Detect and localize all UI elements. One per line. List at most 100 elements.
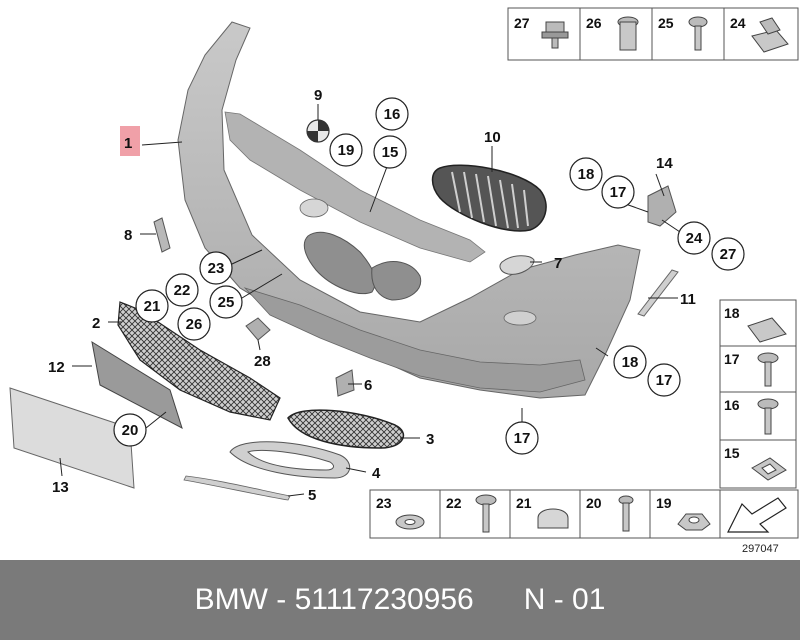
callout-20: 20 [113, 413, 147, 447]
callout-3: 3 [426, 431, 434, 448]
svg-text:21: 21 [144, 298, 161, 315]
highlight-box [120, 126, 140, 156]
svg-text:25: 25 [218, 294, 235, 311]
screw-icon [618, 495, 634, 532]
right-table-label-2: 17 [724, 351, 740, 367]
callout-22: 22 [165, 273, 199, 307]
mount-bracket-part [245, 317, 271, 341]
square-nut-icon [751, 457, 787, 481]
sleeve-icon [617, 16, 639, 51]
callout-19: 19 [329, 133, 363, 167]
svg-text:22: 22 [174, 282, 191, 299]
part-number: 51117230956 [294, 583, 474, 616]
flange-nut-icon [541, 21, 569, 49]
part-number-bar: BMW - 51117230956 N - 01 [0, 560, 800, 640]
separator: - [276, 583, 287, 616]
callout-14: 14 [656, 155, 673, 172]
right-fastener-table: 18 17 16 15 [719, 299, 797, 489]
mesh-grille-part [117, 301, 281, 421]
callout-10: 10 [484, 129, 501, 146]
callout-8: 8 [124, 227, 132, 244]
clip-nut-icon [751, 17, 789, 53]
brand-name: BMW [194, 583, 268, 616]
reflector-part [637, 269, 679, 317]
circled-callouts: 16 15 19 18 17 24 27 23 [113, 97, 745, 455]
svg-text:20: 20 [122, 422, 139, 439]
callout-6: 6 [364, 377, 372, 394]
svg-text:18: 18 [578, 166, 595, 183]
svg-text:24: 24 [686, 230, 703, 247]
callout-1: 1 [124, 135, 132, 152]
top-table-label-1: 27 [514, 15, 530, 31]
callout-18-top: 18 [569, 157, 603, 191]
side-bracket-part [647, 185, 677, 227]
screw-icon [757, 398, 779, 435]
callouts: 1 2 3 4 5 6 7 8 9 10 11 12 13 14 28 [48, 87, 696, 504]
top-table-label-4: 24 [730, 15, 746, 31]
svg-text:23: 23 [208, 260, 225, 277]
callout-23: 23 [199, 251, 233, 285]
top-table-label-3: 25 [658, 15, 674, 31]
callout-26: 26 [177, 307, 211, 341]
svg-text:17: 17 [656, 372, 673, 389]
svg-text:26: 26 [186, 316, 203, 333]
revision-code: N - 01 [523, 583, 606, 616]
flange-nut-icon [677, 513, 711, 531]
right-table-label-4: 15 [724, 445, 740, 461]
svg-text:16: 16 [384, 106, 401, 123]
clip-nut-icon [747, 317, 787, 343]
cap-part [499, 255, 535, 275]
svg-text:27: 27 [720, 246, 737, 263]
top-fastener-table: 27 26 25 24 [507, 7, 799, 61]
screw-icon [688, 16, 708, 51]
callout-13: 13 [52, 479, 69, 496]
right-table-label-1: 18 [724, 305, 740, 321]
center-grille-part [287, 409, 405, 449]
callout-5: 5 [308, 487, 316, 504]
plate-bracket-part [91, 340, 183, 430]
svg-text:15: 15 [382, 144, 399, 161]
bottom-table-label-4: 20 [586, 495, 602, 511]
callout-16: 16 [375, 97, 409, 131]
callout-12: 12 [48, 359, 65, 376]
trim-ring-part [229, 441, 350, 479]
bottom-table-label-5: 19 [656, 495, 672, 511]
clip-part [153, 217, 171, 253]
callout-27: 27 [711, 237, 745, 271]
svg-text:18: 18 [622, 354, 639, 371]
callout-28: 28 [254, 353, 271, 370]
figure-number: 297047 [742, 543, 779, 555]
emblem-part [306, 119, 330, 143]
kidney-grille-part [431, 164, 547, 232]
callout-17-bottom: 17 [505, 421, 539, 455]
svg-text:19: 19 [338, 142, 355, 159]
trim-strip-part [183, 475, 291, 501]
callout-9: 9 [314, 87, 322, 104]
plate-part [9, 387, 135, 489]
callout-7: 7 [554, 255, 562, 272]
callout-17-top: 17 [601, 175, 635, 209]
callout-2: 2 [92, 315, 100, 332]
right-table-label-3: 16 [724, 397, 740, 413]
bottom-table-label-2: 22 [446, 495, 462, 511]
callout-4: 4 [372, 465, 381, 482]
bottom-table-label-3: 21 [516, 495, 532, 511]
svg-text:17: 17 [514, 430, 531, 447]
parts-diagram: 1 2 3 4 5 6 7 8 9 10 11 12 13 14 28 16 1… [9, 7, 799, 555]
callout-24: 24 [677, 221, 711, 255]
bottom-fastener-table: 23 22 21 20 19 [369, 489, 799, 539]
callout-17-side: 17 [647, 363, 681, 397]
bumper-cover [177, 21, 641, 399]
parts-diagram-svg: 1 2 3 4 5 6 7 8 9 10 11 12 13 14 28 16 1… [9, 7, 799, 555]
callout-15: 15 [373, 135, 407, 169]
cap-icon [537, 508, 569, 529]
callout-18-side: 18 [613, 345, 647, 379]
top-table-label-2: 26 [586, 15, 602, 31]
washer-icon [395, 514, 425, 530]
screw-icon [475, 494, 497, 533]
callout-11: 11 [680, 291, 696, 308]
svg-text:17: 17 [610, 184, 627, 201]
bottom-table-label-1: 23 [376, 495, 392, 511]
arrow-icon [727, 497, 787, 533]
screw-icon [757, 352, 779, 387]
